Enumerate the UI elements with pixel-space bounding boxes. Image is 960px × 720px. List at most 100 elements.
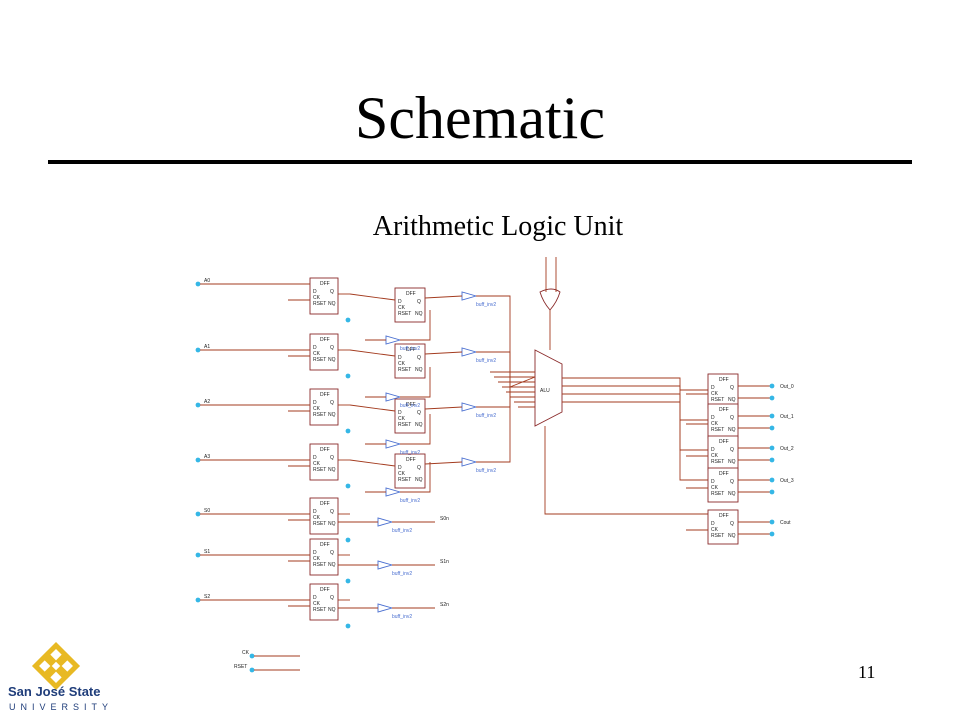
dff-pin-label: NQ bbox=[415, 367, 423, 373]
buffer-icon bbox=[385, 335, 402, 345]
alu-label: ALU bbox=[540, 388, 550, 394]
dff-pin-label: D bbox=[711, 479, 715, 485]
pin-icon bbox=[195, 347, 201, 353]
logo-subname: UNIVERSITY bbox=[9, 702, 114, 712]
dff-block bbox=[309, 583, 339, 621]
pin-icon bbox=[769, 425, 775, 431]
dff-pin-label: NQ bbox=[328, 521, 336, 527]
pin-icon bbox=[345, 373, 351, 379]
dff-label: DFF bbox=[320, 587, 330, 593]
dff-pin-label: CK bbox=[711, 453, 719, 459]
dff-pin-label: Q bbox=[730, 385, 734, 391]
dff-pin-label: Q bbox=[730, 479, 734, 485]
dff-pin-label: RSET bbox=[711, 491, 724, 497]
university-logo-icon bbox=[31, 641, 81, 691]
wire bbox=[562, 377, 708, 391]
pin-icon bbox=[345, 317, 351, 323]
dff-pin-label: CK bbox=[313, 601, 321, 607]
dff-pin-label: NQ bbox=[328, 607, 336, 613]
alu-schematic-diagram: DFFDCKRSETQNQA0DFFDCKRSETQNQA1DFFDCKRSET… bbox=[195, 257, 794, 673]
buffer-label: buff_inv2 bbox=[400, 450, 420, 456]
input-label: S2 bbox=[204, 594, 210, 600]
dff-pin-label: CK bbox=[398, 361, 406, 367]
dff-label: DFF bbox=[320, 542, 330, 548]
pin-icon bbox=[769, 519, 775, 525]
dff-pin-label: RSET bbox=[711, 427, 724, 433]
dff-block bbox=[394, 287, 426, 323]
clock-label: CK bbox=[242, 650, 250, 656]
wire bbox=[424, 461, 463, 465]
buffer-icon bbox=[461, 347, 478, 357]
dff-pin-label: CK bbox=[313, 556, 321, 562]
output-label: Cout bbox=[780, 520, 791, 526]
dff-pin-label: Q bbox=[330, 595, 334, 601]
dff-pin-label: D bbox=[313, 345, 317, 351]
dff-block bbox=[309, 388, 339, 426]
dff-pin-label: RSET bbox=[313, 607, 326, 613]
pin-icon bbox=[345, 428, 351, 434]
wire bbox=[424, 295, 463, 299]
dff-pin-label: D bbox=[711, 385, 715, 391]
dff-pin-label: RSET bbox=[313, 357, 326, 363]
dff-pin-label: NQ bbox=[728, 427, 736, 433]
wire bbox=[544, 426, 708, 515]
buffer-icon bbox=[461, 402, 478, 412]
signal-label: S2n bbox=[440, 602, 449, 608]
dff-pin-label: NQ bbox=[415, 311, 423, 317]
dff-pin-label: CK bbox=[313, 515, 321, 521]
dff-pin-label: CK bbox=[313, 295, 321, 301]
pin-icon bbox=[769, 395, 775, 401]
dff-pin-label: Q bbox=[730, 447, 734, 453]
buffer-label: buff_inv2 bbox=[400, 346, 420, 352]
dff-pin-label: Q bbox=[417, 465, 421, 471]
page-number: 11 bbox=[858, 662, 876, 682]
dff-label: DFF bbox=[719, 471, 729, 477]
dff-pin-label: RSET bbox=[398, 311, 411, 317]
dff-label: DFF bbox=[320, 501, 330, 507]
buffer-icon bbox=[461, 457, 478, 467]
pin-icon bbox=[195, 597, 201, 603]
output-label: Out_0 bbox=[780, 384, 794, 390]
dff-pin-label: CK bbox=[711, 421, 719, 427]
dff-pin-label: NQ bbox=[415, 477, 423, 483]
dff-pin-label: CK bbox=[398, 305, 406, 311]
dff-label: DFF bbox=[320, 392, 330, 398]
dff-pin-label: Q bbox=[330, 550, 334, 556]
dff-pin-label: NQ bbox=[328, 562, 336, 568]
output-label: Out_3 bbox=[780, 478, 794, 484]
wire bbox=[424, 351, 463, 355]
dff-pin-label: RSET bbox=[313, 467, 326, 473]
dff-pin-label: CK bbox=[398, 471, 406, 477]
wire bbox=[476, 387, 511, 463]
dff-block bbox=[707, 509, 739, 545]
wire bbox=[562, 385, 708, 421]
dff-pin-label: CK bbox=[313, 461, 321, 467]
dff-label: DFF bbox=[719, 513, 729, 519]
dff-pin-label: Q bbox=[417, 410, 421, 416]
wire bbox=[509, 376, 536, 388]
dff-pin-label: NQ bbox=[415, 422, 423, 428]
dff-pin-label: Q bbox=[330, 289, 334, 295]
buffer-label: buff_inv2 bbox=[476, 468, 496, 474]
pin-icon bbox=[769, 383, 775, 389]
dff-pin-label: RSET bbox=[398, 422, 411, 428]
dff-label: DFF bbox=[719, 377, 729, 383]
dff-pin-label: RSET bbox=[398, 477, 411, 483]
dff-pin-label: Q bbox=[730, 415, 734, 421]
pin-icon bbox=[345, 623, 351, 629]
dff-block bbox=[309, 497, 339, 535]
dff-pin-label: RSET bbox=[313, 301, 326, 307]
dff-label: DFF bbox=[719, 407, 729, 413]
wire bbox=[400, 414, 431, 445]
buffer-icon bbox=[377, 517, 394, 527]
dff-pin-label: D bbox=[711, 447, 715, 453]
dff-pin-label: D bbox=[313, 455, 317, 461]
wire bbox=[476, 387, 511, 408]
dff-pin-label: NQ bbox=[328, 412, 336, 418]
wire bbox=[349, 349, 396, 357]
pin-icon bbox=[769, 489, 775, 495]
dff-pin-label: D bbox=[313, 595, 317, 601]
dff-block bbox=[309, 538, 339, 576]
dff-pin-label: Q bbox=[330, 345, 334, 351]
title-divider bbox=[48, 160, 912, 164]
